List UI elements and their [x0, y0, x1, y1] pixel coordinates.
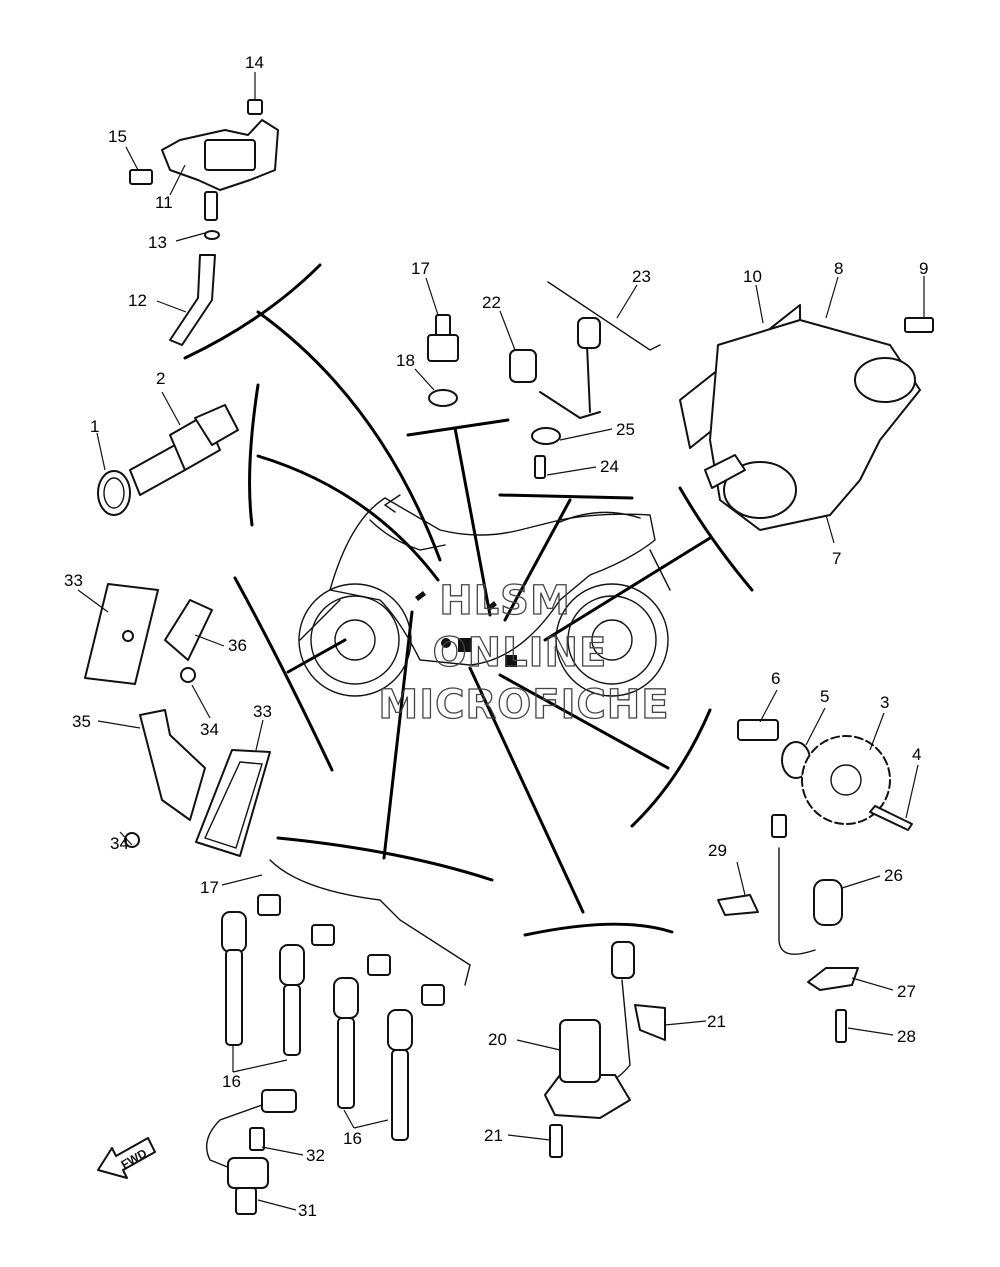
callout-8: 8 [834, 259, 843, 278]
callout-17: 17 [200, 878, 219, 897]
callout-36: 36 [228, 636, 247, 655]
callout-16-right: 16 [343, 1129, 362, 1148]
callout-23: 22 [482, 293, 501, 312]
callout-34-upper: 34 [200, 720, 219, 739]
callout-35: 35 [72, 712, 91, 731]
callout-16-left: 16 [222, 1072, 241, 1091]
group-dividers [183, 263, 754, 937]
temperature-sensor [97, 404, 239, 516]
ignition-cover-assembly [679, 304, 934, 531]
callout-9: 9 [919, 259, 928, 278]
callout-11: 11 [155, 193, 173, 212]
callout-28: 27 [897, 982, 916, 1001]
callout-6: 6 [771, 669, 780, 688]
callout-3: 3 [880, 693, 889, 712]
callout-10: 10 [743, 267, 762, 286]
sensor-31-32 [206, 1089, 297, 1215]
callout-26: 25 [616, 420, 635, 439]
leader-lines [77, 72, 925, 1211]
callout-32: 32 [306, 1146, 325, 1165]
motorcycle-silhouette [298, 494, 671, 697]
reflectors-brackets [84, 583, 271, 857]
sensor-23-26 [509, 281, 661, 479]
callout-2: 2 [156, 369, 165, 388]
watermark-line-3: MICROFICHE [378, 682, 669, 728]
timing-rotor [737, 719, 913, 831]
callout-7: 7 [832, 549, 841, 568]
callout-33-upper: 33 [64, 571, 83, 590]
callout-12: 12 [128, 291, 147, 310]
callout-1: 1 [90, 417, 99, 436]
callout-31: 31 [298, 1201, 317, 1220]
fwd-arrow: FWD [97, 1137, 156, 1179]
callout-21: 21 [484, 1126, 503, 1145]
callout-30: 29 [708, 841, 727, 860]
map-sensor-assembly [129, 99, 279, 346]
pickup-sensor [717, 814, 859, 1043]
callout-25: 24 [600, 457, 619, 476]
callout-20: 20 [488, 1030, 507, 1049]
callout-13: 13 [148, 233, 167, 252]
callout-34-lower: 34 [110, 834, 129, 853]
callout-29: 28 [897, 1027, 916, 1046]
callout-15: 15 [108, 127, 127, 146]
callout-18: 17 [411, 259, 430, 278]
callout-numbers: 14 15 11 13 12 2 1 17 18 22 23 25 24 10 … [64, 53, 928, 1220]
callout-14: 14 [245, 53, 264, 72]
callout-19: 18 [396, 351, 415, 370]
callout-33-lower: 33 [253, 702, 272, 721]
watermark: HLSM ONLINE MICROFICHE [378, 577, 670, 728]
callout-22: 21 [707, 1012, 726, 1031]
callout-24: 23 [632, 267, 651, 286]
sensor-20-22 [544, 941, 666, 1158]
watermark-line-2: ONLINE [433, 630, 608, 676]
watermark-line-1: HLSM [439, 578, 571, 624]
callout-27: 26 [884, 866, 903, 885]
sensor-18-19 [427, 314, 459, 407]
callout-5: 5 [820, 687, 829, 706]
callout-4: 4 [912, 745, 921, 764]
ignition-coils [221, 859, 471, 1141]
